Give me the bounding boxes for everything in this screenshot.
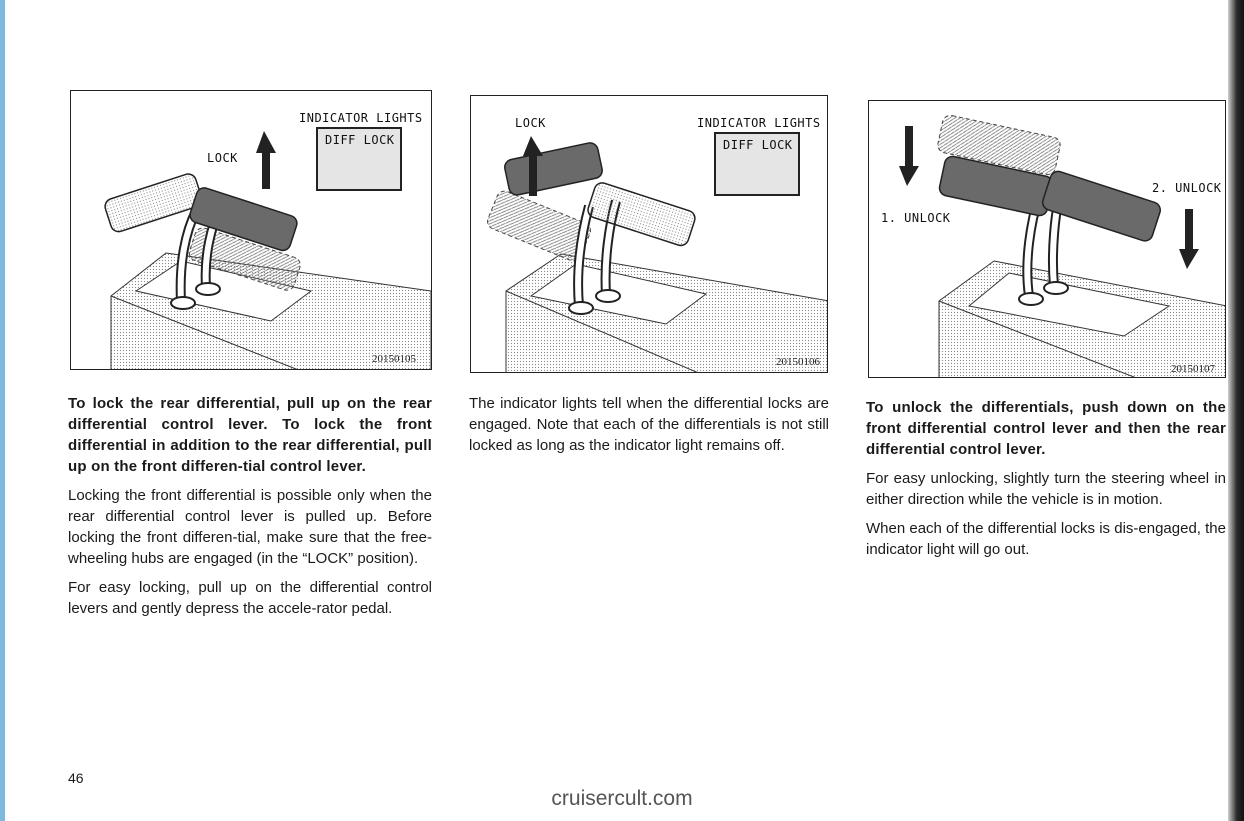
- paragraph-lock-conditions: Locking the front differential is possib…: [68, 487, 432, 567]
- paragraph-lock-instructions: To lock the rear differential, pull up o…: [68, 395, 432, 475]
- figure-code: 20150105: [372, 353, 416, 365]
- indicator-diff-lock: DIFF LOCK: [325, 133, 395, 147]
- text-column-left: To lock the rear differential, pull up o…: [68, 393, 432, 627]
- paragraph-unlock-instructions: To unlock the differentials, push down o…: [866, 399, 1226, 458]
- label-indicator-lights: INDICATOR LIGHTS: [299, 111, 423, 125]
- page-binding-shadow: [1228, 0, 1244, 821]
- paragraph-unlock-tip: For easy unlocking, slightly turn the st…: [866, 470, 1226, 508]
- indicator-diff-lock: DIFF LOCK: [723, 138, 793, 152]
- figure-lock-rear: INDICATOR LIGHTS LOCK DIFF LOCK 20150105: [70, 90, 432, 370]
- label-indicator-lights: INDICATOR LIGHTS: [697, 116, 821, 130]
- label-lock: LOCK: [207, 151, 238, 165]
- label-lock: LOCK: [515, 116, 546, 130]
- paragraph-unlock-indicator: When each of the differential locks is d…: [866, 520, 1226, 558]
- figure-code: 20150106: [776, 356, 820, 368]
- watermark: cruisercult.com: [551, 787, 693, 810]
- paragraph-indicator-info: The indicator lights tell when the diffe…: [469, 395, 829, 454]
- label-unlock-1: 1. UNLOCK: [881, 211, 951, 225]
- page-left-edge: [0, 0, 5, 821]
- label-unlock-2: 2. UNLOCK: [1152, 181, 1222, 195]
- text-column-middle: The indicator lights tell when the diffe…: [469, 393, 829, 464]
- figure-lock-front: LOCK INDICATOR LIGHTS DIFF LOCK 20150106: [470, 95, 828, 373]
- figure-unlock-drawing: [899, 114, 1225, 377]
- figure-code: 20150107: [1171, 363, 1215, 375]
- page-number: 46: [68, 770, 84, 786]
- figure-lock-rear-drawing: [104, 127, 431, 369]
- figure-unlock: 2. UNLOCK 1. UNLOCK 20150107: [868, 100, 1226, 378]
- text-column-right: To unlock the differentials, push down o…: [866, 397, 1226, 568]
- figure-lock-front-drawing: [487, 132, 827, 372]
- paragraph-lock-tip: For easy locking, pull up on the differe…: [68, 579, 432, 617]
